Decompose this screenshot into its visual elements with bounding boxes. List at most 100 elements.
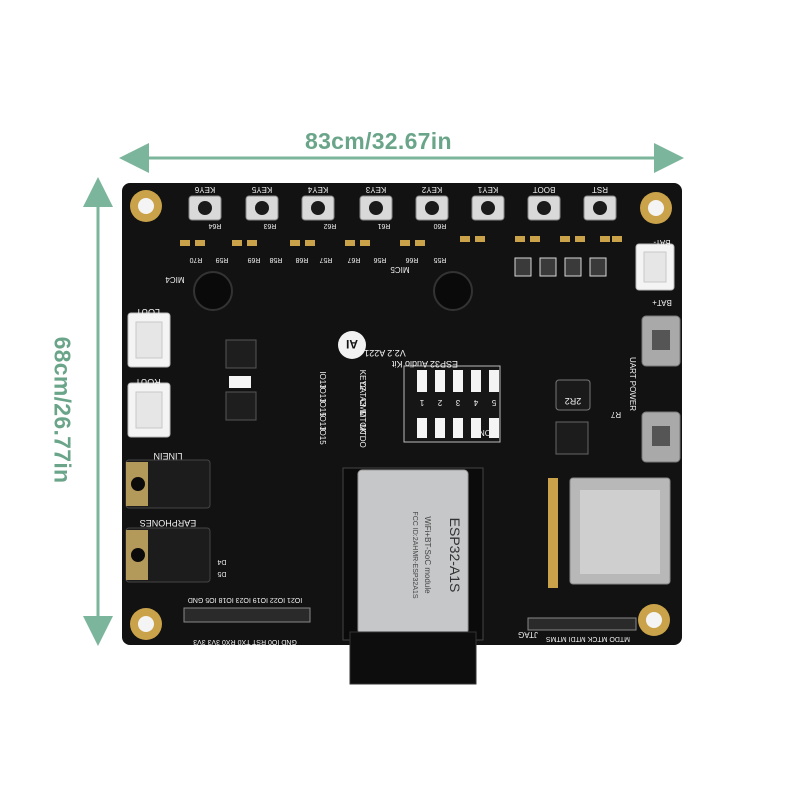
dip-number: 5 <box>491 398 496 407</box>
mic4-label: MIC4 <box>165 275 185 284</box>
key-buttons <box>188 195 617 221</box>
dip-number: 1 <box>419 398 424 407</box>
key-label-key2: KEY2 <box>421 185 442 194</box>
resistor-label: R69 <box>247 256 260 263</box>
resistor-label: R66 <box>405 256 418 263</box>
silkscreen-text: ESP32 Audio Kit V2.2 A221 ON LOUT ROUT L… <box>135 238 672 645</box>
pin-header-column <box>548 478 558 588</box>
tactile-button-key4 <box>301 195 335 221</box>
ic-chips-left <box>225 339 257 421</box>
module-fcc: FCC ID:2AHMR-ESP32A1S <box>411 511 418 598</box>
pin-map-label: IO13 <box>318 371 327 389</box>
module-text: ESP32-A1S WiFi+BT-SoC module FCC ID:2AHM… <box>411 511 463 598</box>
earphones-audio-jack <box>125 527 211 583</box>
tactile-button-key2 <box>415 195 449 221</box>
tactile-button-key6 <box>188 195 222 221</box>
mounting-hole <box>130 608 162 640</box>
tactile-button-boot <box>527 195 561 221</box>
uart-power-label: UART POWER <box>628 357 637 411</box>
jtag-header <box>527 617 637 631</box>
gpio-header <box>183 607 311 623</box>
tactile-button-key3 <box>359 195 393 221</box>
dip-number: 2 <box>437 398 442 407</box>
height-dimension-label: 68cm/26.77in <box>49 336 76 484</box>
bat-minus-label: BAT- <box>653 238 671 247</box>
jtag-pins-label: MTDO MTCK MTDI MTMS <box>546 635 630 642</box>
pin-map-label: KEY2 <box>358 370 367 391</box>
d4-label: D4 <box>217 558 226 565</box>
pin-map-label: DATA3 <box>358 382 367 407</box>
earphones-label: EARPHONES <box>140 518 197 528</box>
lout-label: LOUT <box>136 307 161 317</box>
ai-thinker-logo <box>338 331 366 359</box>
pin-map-label: IO15 <box>318 427 327 445</box>
tactile-button-key5 <box>245 195 279 221</box>
usb-port-bottom <box>641 411 681 463</box>
module-sub: WiFi+BT-SoC module <box>423 516 432 594</box>
key-label-key4: KEY4 <box>307 185 328 194</box>
resistor-label: R63 <box>263 222 276 229</box>
mounting-hole <box>640 192 672 224</box>
esp32-module <box>342 467 484 685</box>
mounting-hole <box>638 604 670 636</box>
mic5-label: MIC5 <box>390 265 410 274</box>
sd-card-slot <box>569 477 671 585</box>
resistor-label: R58 <box>269 256 282 263</box>
key-label-key6: KEY6 <box>194 185 215 194</box>
lout-connector <box>127 312 171 368</box>
pin-map-label: MTDO <box>358 424 367 448</box>
linein-label: LINEIN <box>153 451 182 461</box>
header-bottom-label: GND IO0 RST TX0 RX0 3V3 3V3 <box>193 638 297 645</box>
tactile-button-key1 <box>471 195 505 221</box>
key-label-key1: KEY1 <box>477 185 498 194</box>
microphone-left <box>193 271 233 311</box>
r7-label: R7 <box>610 410 621 419</box>
resistor-label: R59 <box>215 256 228 263</box>
rout-connector <box>127 382 171 438</box>
kit-label: ESP32 Audio Kit <box>391 359 458 369</box>
resistor-label: R60 <box>433 222 446 229</box>
key-label-boot: BOOT <box>533 185 556 194</box>
pin-map-label: MTCK <box>358 411 367 434</box>
key-label-key5: KEY5 <box>251 185 272 194</box>
pin-map-label: CMD <box>358 399 367 417</box>
resistor-label: R62 <box>323 222 336 229</box>
inductor <box>555 379 591 411</box>
on-label: ON <box>479 428 491 437</box>
rout-label: ROUT <box>135 377 161 387</box>
dip-number: 3 <box>455 398 460 407</box>
key-label-key3: KEY3 <box>365 185 386 194</box>
smd-components-row2 <box>514 257 607 277</box>
dip-switch <box>403 365 501 443</box>
uart-chip <box>555 421 589 455</box>
microphone-right <box>433 271 473 311</box>
battery-connector <box>635 243 675 291</box>
pcb-board <box>122 183 682 645</box>
version-label: V2.2 A221 <box>364 348 406 358</box>
pin-map-label: IO13 <box>318 413 327 431</box>
usb-port-top <box>641 315 681 367</box>
resistor-label: R70 <box>189 256 202 263</box>
pin-map-label: IO13 <box>318 385 327 403</box>
mounting-hole <box>130 190 162 222</box>
resistor-label: R64 <box>208 222 221 229</box>
resistor-label: R67 <box>347 256 360 263</box>
bat-plus-label: BAT+ <box>652 298 672 307</box>
ai-logo-text: AI <box>346 337 358 351</box>
key-labels: KEY6 KEY5 KEY4 KEY3 KEY2 KEY1 BOOT RST <box>194 185 608 194</box>
key-label-rst: RST <box>592 185 608 194</box>
dip-numbers: 1 2 3 4 5 <box>419 398 496 407</box>
chip-label: 2R2 <box>565 396 582 406</box>
resistor-label: R61 <box>377 222 390 229</box>
resistor-label: R56 <box>373 256 386 263</box>
module-name: ESP32-A1S <box>447 518 463 593</box>
tactile-button-rst <box>583 195 617 221</box>
dip-number: 4 <box>473 398 478 407</box>
jtag-label: JTAG <box>518 630 538 639</box>
pin-map-label: IO15 <box>318 399 327 417</box>
width-dimension-label: 83cm/32.67in <box>305 128 452 154</box>
resistor-label: R57 <box>319 256 332 263</box>
